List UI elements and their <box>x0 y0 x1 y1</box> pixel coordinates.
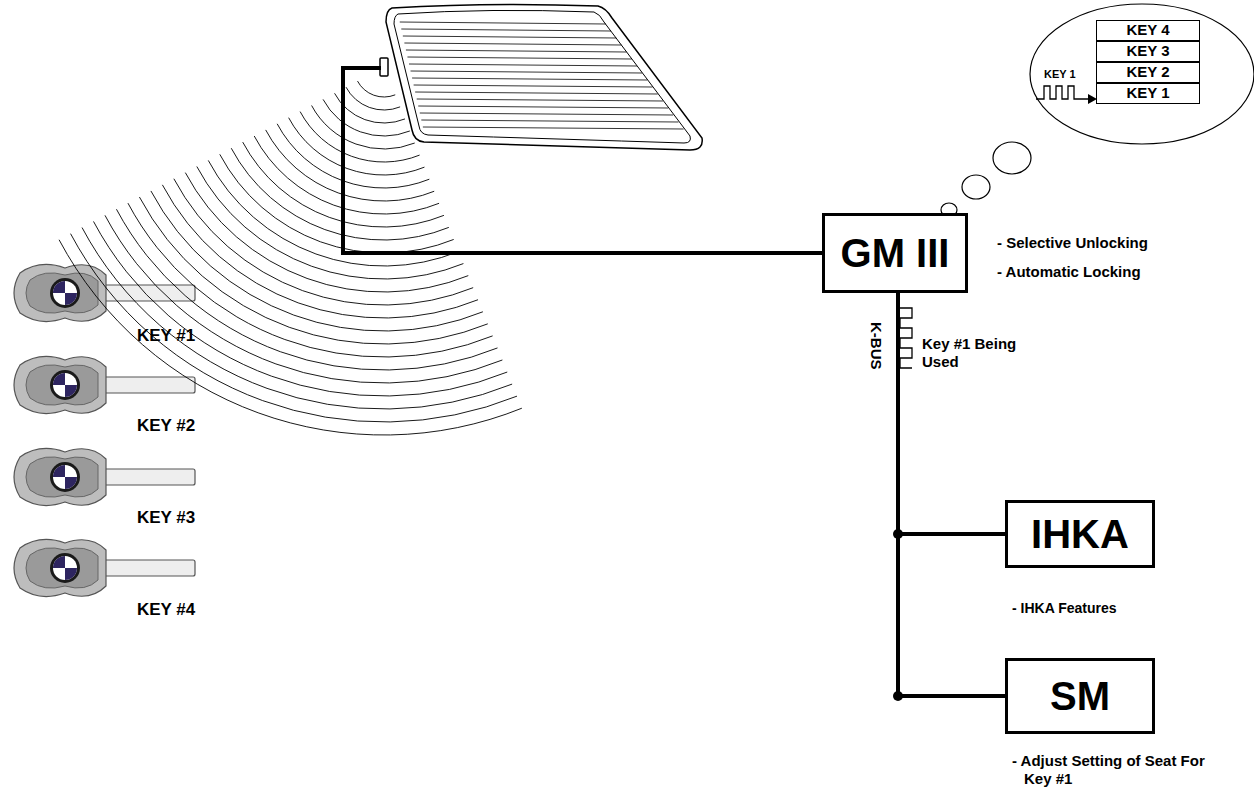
module-name: GM III <box>841 233 950 273</box>
module-box: GM III <box>822 213 968 293</box>
k-bus-line <box>898 293 1005 534</box>
module-box: IHKA <box>1005 500 1155 568</box>
bus-signal <box>900 308 912 368</box>
key-label: KEY #4 <box>137 600 195 620</box>
antenna-wire <box>343 68 822 253</box>
table-cell: KEY 3 <box>1096 41 1200 62</box>
thought-bubble <box>941 4 1254 217</box>
table-cell: KEY 1 <box>1096 83 1200 104</box>
module-name: SM <box>1050 676 1110 716</box>
bus-name: K-BUS <box>869 322 884 370</box>
table-cell: KEY 4 <box>1096 20 1200 41</box>
feature-note: - Adjust Setting of Seat For Key #1 <box>1012 752 1227 788</box>
module-name: IHKA <box>1031 514 1129 554</box>
signal-label: KEY 1 <box>1044 68 1076 81</box>
key-label: KEY #3 <box>137 508 195 528</box>
key-label: KEY #2 <box>137 416 195 436</box>
signal-note: Key #1 Being Used <box>922 335 1017 371</box>
junction-dot <box>893 691 903 701</box>
module-box: SM <box>1005 658 1155 734</box>
junction-dot <box>893 529 903 539</box>
feature-note: - IHKA Features <box>1012 600 1117 617</box>
table-cell: KEY 2 <box>1096 62 1200 83</box>
key-illustration <box>14 264 195 596</box>
key-label: KEY #1 <box>137 326 195 346</box>
feature-note: - Automatic Locking <box>997 263 1141 281</box>
feature-note: - Selective Unlocking <box>997 234 1148 252</box>
rear-window <box>380 4 702 150</box>
